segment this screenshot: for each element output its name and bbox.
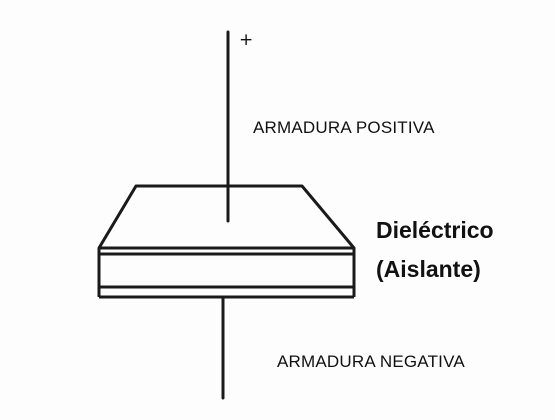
negative-plate-label: ARMADURA NEGATIVA [277,352,465,371]
dielectric-sublabel: (Aislante) [376,256,481,282]
dielectric-label: Dieléctrico [376,217,494,243]
positive-terminal-sign: + [239,30,254,50]
positive-plate-label: ARMADURA POSITIVA [253,118,435,137]
